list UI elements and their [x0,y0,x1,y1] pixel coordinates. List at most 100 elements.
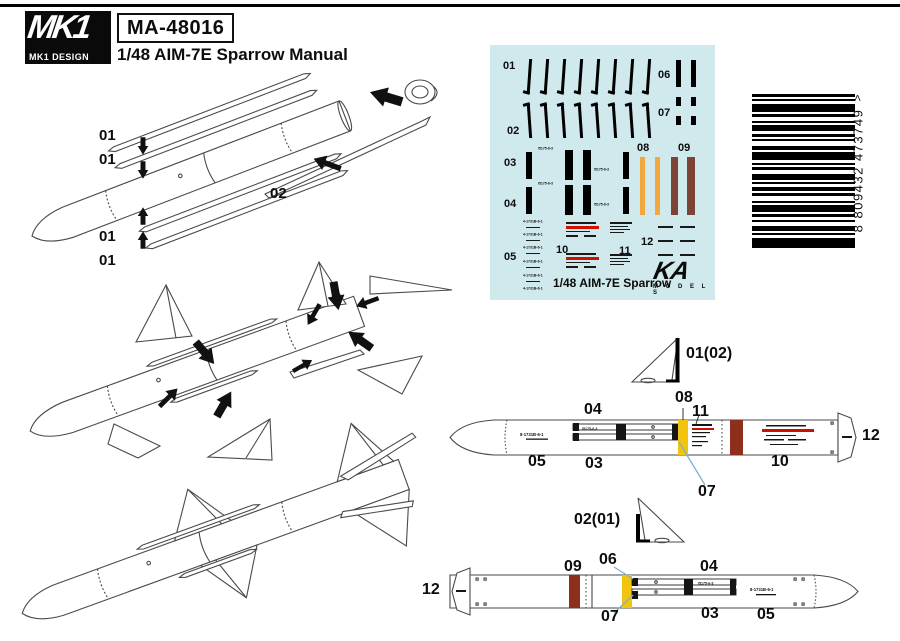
placement-label-11: 11 [692,403,709,420]
detached-fins [107,260,453,461]
wing-strip [113,89,318,169]
decal-bar [691,116,696,125]
micro-text-red [566,226,599,229]
micro-text [610,254,632,256]
decal-number-08: 08 [637,142,650,154]
decal-hook [557,59,568,96]
fin-label-right: 01(02) [686,345,733,362]
placement-label-06: 06 [599,551,617,568]
decal-bar [623,187,629,214]
ka-models-logo: KA [651,257,692,285]
part-label-01: 01 [99,127,116,144]
decal-stencil-text: I5175-6-3 [594,203,609,207]
placement-label-09: 09 [564,558,582,575]
decal-hook [591,59,602,96]
micro-text [566,266,578,268]
decal-hook [608,101,619,138]
decal-stencil-text: I5175-6-3 [538,182,553,186]
brand-logo-text: MK1 [25,11,92,45]
decal-stencil-text: 4-1731B-6-1 [523,274,543,278]
micro-text [566,222,596,224]
micro-text [658,226,673,228]
fin-detail-right-art [630,337,680,384]
placement-label-04: 04 [584,401,602,418]
micro-text [610,222,632,224]
decal-number-09: 09 [678,142,691,154]
decal-bar [691,60,696,87]
decal-hook [625,101,636,138]
part-label-01: 01 [99,151,116,168]
decal-hook [540,59,551,96]
small-arrow-up [137,231,149,249]
decal-bar [583,185,591,215]
micro-text [610,264,624,265]
decal-sheet: 01 06 02 07 03 I5175-6-3 I5175-6-3 08 [490,45,715,300]
placement-label-05: 05 [757,606,775,623]
decal-stencil-text: 4-1731B-6-1 [523,260,543,264]
placement-label-12: 12 [422,581,440,598]
part-label-02: 02 [270,185,287,202]
micro-text [526,240,540,241]
stencil-wing-code: I5175-6-3 [582,427,597,431]
micro-text [526,253,540,254]
decal-hook [642,59,653,96]
decal-number-11: 11 [619,245,631,257]
placement-label-10: 10 [771,453,789,470]
thick-arrow [209,387,239,421]
missile-assembled [21,422,417,620]
decal-bar [623,152,629,179]
barcode: 8 809432 473749 > [750,92,870,254]
placement-label-05: 05 [528,453,546,470]
decal-orange-bar [640,157,645,215]
placement-label-04: 04 [700,558,718,575]
decal-hook [591,101,602,138]
fin-label-left: 02(01) [574,511,621,528]
decal-bar [676,60,681,87]
micro-text [566,253,596,255]
micro-text [526,281,540,282]
decal-bar [565,185,573,215]
micro-text [566,231,590,232]
placement-label-12: 12 [862,427,880,444]
micro-text [680,226,695,228]
micro-text [610,258,628,259]
wing-strip [138,153,343,233]
decal-hook [574,101,585,138]
placement-label-03: 03 [701,605,719,622]
decal-bar [526,152,532,179]
missile-profile-bottom-art: I5175-6-3 8-1731B-6-1 [449,566,859,616]
micro-text [680,240,695,242]
thick-arrow [367,82,405,112]
decal-stencil-text: I5175-6-3 [538,147,553,151]
micro-text [526,267,540,268]
missile-body [29,295,366,437]
stencil-body-code: 8-1731B-6-1 [750,587,774,592]
assembly-step3-art [21,422,417,620]
decal-sheet-title: 1/48 AIM-7E Sparrow [553,276,672,290]
micro-text [584,235,596,237]
wing-strip [107,72,312,153]
wing-strip [144,169,349,250]
decal-number-07: 07 [658,107,671,119]
placement-label-08: 08 [675,389,693,406]
decal-orange-bar [655,157,660,215]
decal-stencil-text: 4-1731B-6-1 [523,287,543,291]
placement-label-07: 07 [601,608,619,625]
barcode-bars [752,94,855,248]
decal-number-12: 12 [641,236,654,248]
micro-text [610,226,628,227]
decal-stencil-text: 4-1731B-6-1 [523,233,543,237]
micro-text [610,261,630,262]
barcode-number: 8 809432 473749 [850,108,866,233]
decal-bar [565,150,573,180]
part-label-01: 01 [99,252,116,269]
decal-hook [574,59,585,96]
micro-text [610,229,630,230]
placement-label-07: 07 [698,483,716,500]
stencil-nose-code: 8-1731B-6-1 [520,432,544,437]
yellow-band [622,575,632,608]
fin-black-stripe [636,514,640,542]
decal-number-04: 04 [504,198,517,210]
decal-bar [583,150,591,180]
missile-body-exploded [31,72,353,250]
